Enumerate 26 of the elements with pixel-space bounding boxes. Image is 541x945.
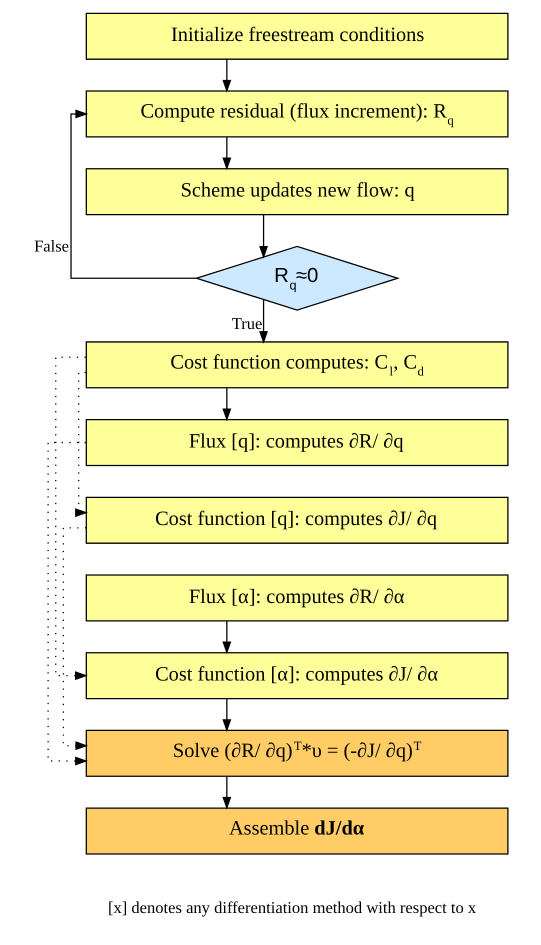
arrow <box>258 214 268 259</box>
arrow <box>54 356 88 680</box>
arrow <box>46 442 88 766</box>
edge-label: False <box>34 236 69 256</box>
node-box: Solve (∂R/ ∂q)$^{T}$*υ = (-∂J/ ∂q)$^{T}$ <box>85 730 508 777</box>
arrow <box>74 372 88 518</box>
node-box: Cost function computes: C$_{l}$, C$_{d}$ <box>85 341 508 388</box>
node-box: Flux [q]: computes ∂R/ ∂q <box>85 419 508 466</box>
node-box: Flux [α]: computes ∂R/ ∂α <box>85 574 508 622</box>
arrow <box>222 698 231 732</box>
node-box: Cost function [α]: computes ∂J/ ∂α <box>85 652 508 700</box>
arrow <box>222 137 231 170</box>
arrow <box>258 300 268 344</box>
node-box: Initialize freestream conditions <box>85 12 508 60</box>
node-box: Cost function [q]: computes ∂J/ ∂q <box>85 496 508 544</box>
label: [x] denotes any differentiation method with respect to x <box>107 898 476 918</box>
arrow <box>222 776 231 810</box>
node-box: Assemble dJ/dα <box>85 807 508 855</box>
node-box: Compute residual (flux increment): R$_{q}$ <box>85 90 508 138</box>
node-box: Scheme updates new flow: q <box>85 168 508 216</box>
arrow <box>62 527 88 750</box>
arrow <box>222 60 231 93</box>
arrow <box>222 621 231 654</box>
arrow <box>70 110 196 279</box>
edge-label: True <box>231 314 262 333</box>
arrow <box>222 388 231 422</box>
